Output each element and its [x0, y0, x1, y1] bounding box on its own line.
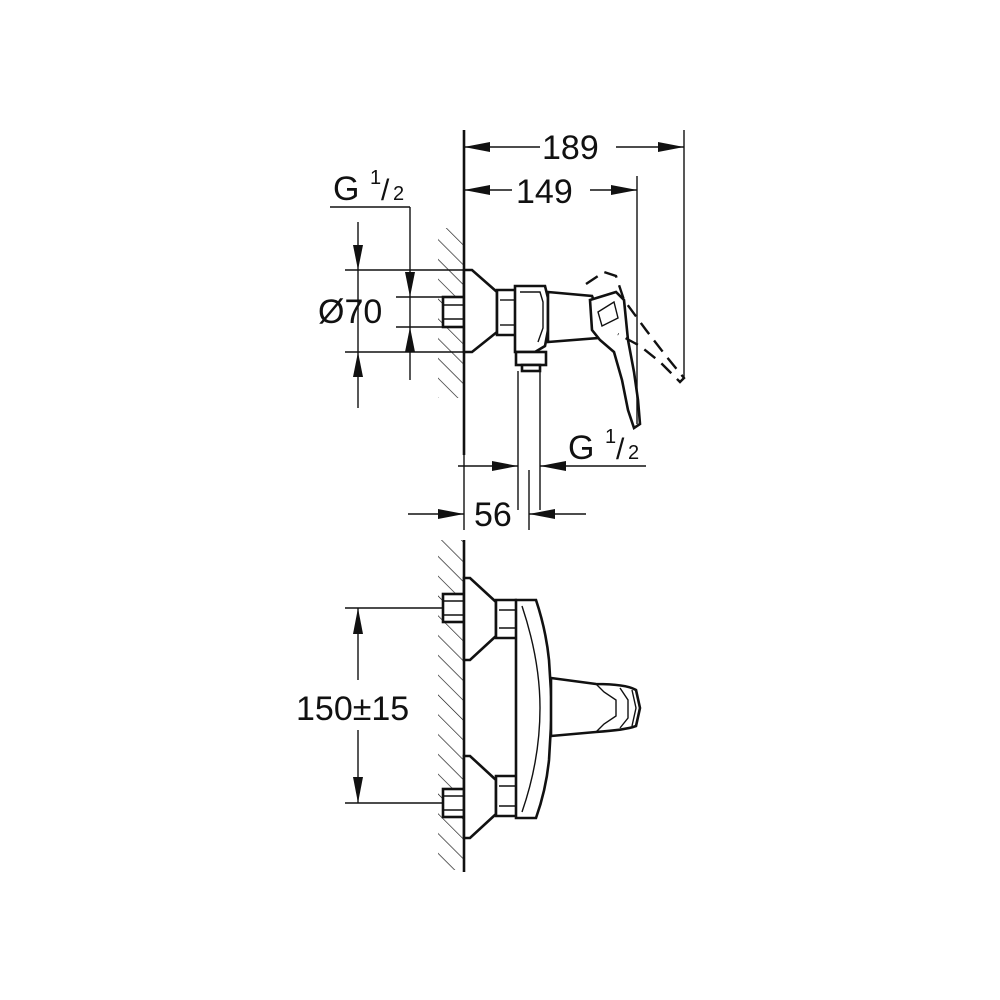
thread-bottom-label: G — [568, 429, 594, 467]
thread-bottom-dimension: G 1 / 2 — [458, 426, 646, 471]
lower-wall-nut — [441, 787, 466, 819]
front-view: 150±15 — [296, 540, 642, 872]
thread-top-sub: 2 — [393, 183, 404, 205]
centers-dimension: 150±15 — [296, 607, 443, 804]
outlet-offset-dimension: 56 — [408, 455, 586, 534]
lever-handle-open — [585, 270, 686, 384]
thread-bottom-sub: 2 — [628, 442, 639, 464]
thread-bottom-sup: 1 — [605, 426, 616, 448]
thread-top-dimension: G 1 / 2 — [330, 167, 464, 380]
wall-hatch-front — [438, 540, 464, 870]
thread-top-slash: / — [381, 174, 390, 207]
outlet-nut — [514, 350, 548, 367]
overall-depth-label: 189 — [542, 129, 599, 167]
outlet-offset-label: 56 — [474, 496, 512, 534]
overall-depth-dimension: 189 — [464, 129, 685, 378]
thread-top-sup: 1 — [370, 167, 381, 189]
handle-depth-dimension: 149 — [464, 173, 638, 424]
diameter-dimension: Ø70 — [318, 222, 382, 408]
thread-top-label: G — [333, 170, 359, 208]
mixer-body-front — [514, 598, 554, 820]
lever-handle-front — [549, 676, 642, 738]
upper-rosette — [462, 576, 498, 662]
centers-label: 150±15 — [296, 690, 409, 728]
wall-inlet-nut — [441, 295, 466, 329]
diameter-label: Ø70 — [318, 293, 382, 331]
handle-depth-label: 149 — [516, 173, 573, 211]
upper-wall-nut — [441, 592, 466, 624]
rosette — [462, 268, 499, 354]
side-view: G 1 / 2 Ø70 189 149 — [318, 129, 686, 534]
thread-bottom-slash: / — [616, 433, 625, 466]
lower-rosette — [462, 754, 498, 840]
